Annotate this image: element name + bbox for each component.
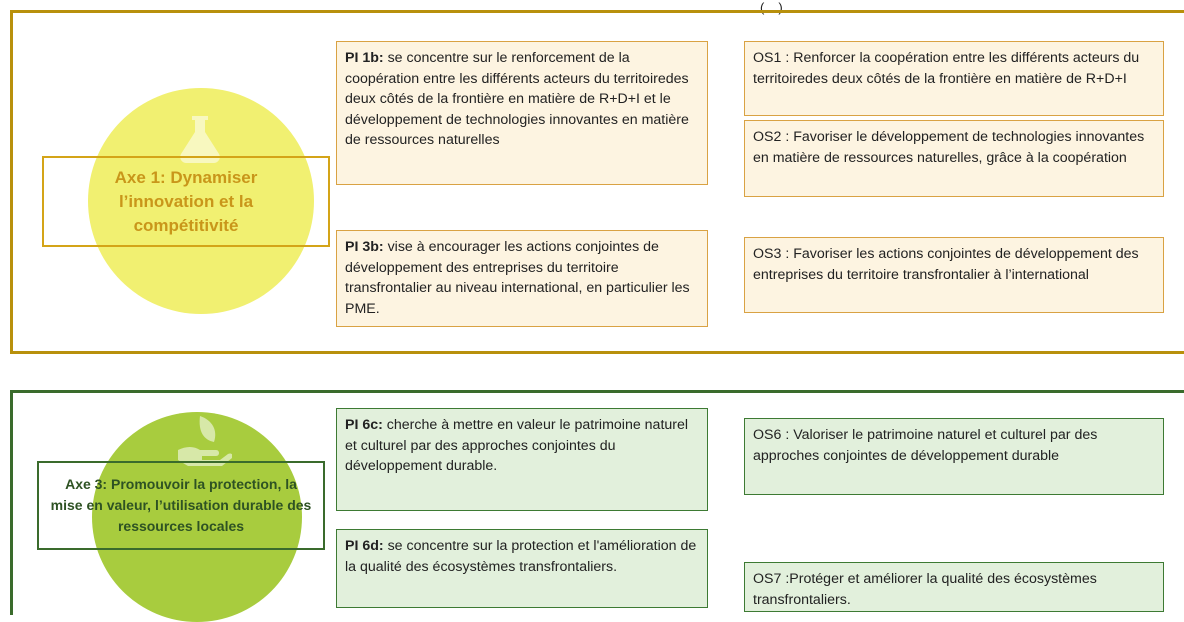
pi-6c-box: PI 6c: cherche à mettre en valeur le pat… <box>336 408 708 511</box>
pi-6d-box: PI 6d: se concentre sur la protection et… <box>336 529 708 608</box>
os2-box: OS2 : Favoriser le développement de tech… <box>744 120 1164 197</box>
pi-code: PI 3b: <box>345 239 384 255</box>
pi-1b-box: PI 1b: se concentre sur le renforcement … <box>336 41 708 185</box>
pi-3b-box: PI 3b: vise à encourager les actions con… <box>336 230 708 327</box>
os3-box: OS3 : Favoriser les actions conjointes d… <box>744 237 1164 313</box>
leaf-hand-icon <box>178 416 232 466</box>
pi-text: cherche à mettre en valeur le patrimoine… <box>345 417 689 474</box>
pi-code: PI 6d: <box>345 538 384 554</box>
axe-1-panel <box>10 10 1184 354</box>
os6-box: OS6 : Valoriser le patrimoine naturel et… <box>744 418 1164 495</box>
axe-3-title: Axe 3: Promouvoir la protection, la mise… <box>37 461 325 550</box>
axe-3-panel <box>10 390 1184 615</box>
pi-text: vise à encourager les actions conjointes… <box>345 239 690 317</box>
axe-1-title: Axe 1: Dynamiser l’innovation et la comp… <box>42 156 330 247</box>
pi-text: se concentre sur la protection et l'amél… <box>345 538 697 575</box>
os-text: OS3 : Favoriser les actions conjointes d… <box>753 246 1139 283</box>
os7-box: OS7 :Protéger et améliorer la qualité de… <box>744 562 1164 612</box>
pi-code: PI 1b: <box>345 50 384 66</box>
os-text: OS2 : Favoriser le développement de tech… <box>753 129 1145 166</box>
os-text: OS7 :Protéger et améliorer la qualité de… <box>753 571 1097 608</box>
pi-text: se concentre sur le renforcement de la c… <box>345 50 689 148</box>
flask-icon <box>180 116 220 163</box>
pi-code: PI 6c: <box>345 417 383 433</box>
os1-box: OS1 : Renforcer la coopération entre les… <box>744 41 1164 116</box>
os-text: OS6 : Valoriser le patrimoine naturel et… <box>753 427 1098 464</box>
os-text: OS1 : Renforcer la coopération entre les… <box>753 50 1140 87</box>
axe-3-circle <box>92 412 302 622</box>
